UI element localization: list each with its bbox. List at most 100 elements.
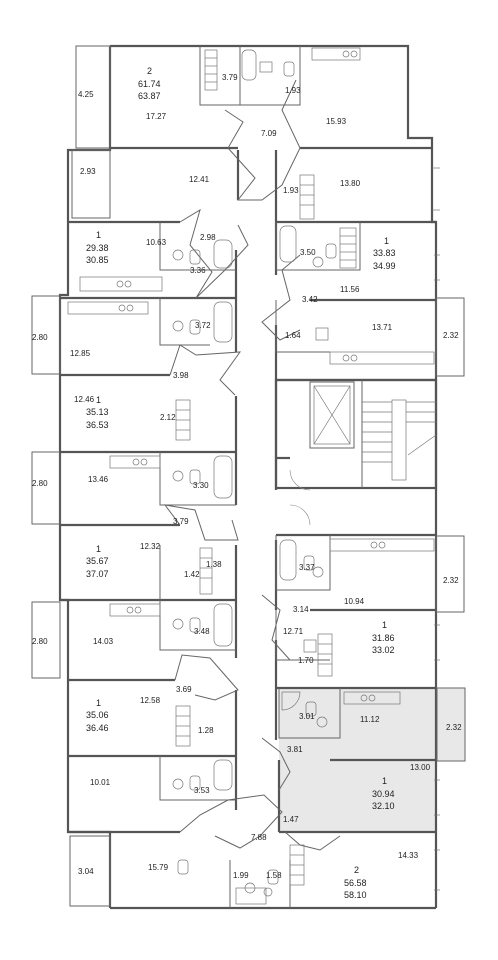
living-area: 35.13 [86, 407, 109, 417]
hall-area: 3.81 [287, 745, 303, 754]
bathroom-area: 1.70 [298, 656, 314, 665]
room-area: 17.27 [146, 112, 167, 121]
balcony-area: 2.32 [443, 576, 459, 585]
left-unit-3[interactable]: 1 29.38 30.85 10.63 3.36 2.98 [86, 230, 216, 275]
right-unit-1[interactable]: 3.79 1.93 15.93 7.09 [222, 73, 347, 138]
left-unit-4[interactable]: 2.80 12.85 3.72 3.98 [32, 321, 211, 380]
balcony-area: 2.32 [443, 331, 459, 340]
room-area: 12.32 [140, 542, 161, 551]
room-area: 15.79 [148, 863, 169, 872]
living-area: 35.06 [86, 710, 109, 720]
left-unit-8[interactable]: 2.80 14.03 3.48 3.69 [32, 627, 210, 694]
left-unit-1[interactable]: 2 61.74 63.87 4.25 17.27 [78, 66, 167, 121]
room-area: 13.46 [88, 475, 109, 484]
left-unit-2[interactable]: 2.93 12.41 [80, 167, 210, 184]
balconies [31, 45, 466, 907]
right-unit-5[interactable]: 3.37 10.94 2.32 3.14 [293, 563, 459, 614]
bathroom-area: 3.48 [194, 627, 210, 636]
living-area: 35.67 [86, 556, 109, 566]
bathroom-area: 1.42 [184, 570, 200, 579]
right-unit-7[interactable]: 3.01 11.12 2.32 3.81 [287, 712, 462, 754]
hall-area: 3.14 [293, 605, 309, 614]
total-area: 36.53 [86, 420, 109, 430]
highlighted-balcony [437, 688, 465, 761]
left-unit-10[interactable]: 10.01 3.53 [90, 778, 210, 795]
room-count: 1 [96, 395, 101, 405]
left-unit-9[interactable]: 1 35.06 36.46 12.58 1.28 [86, 696, 214, 735]
stairs [362, 399, 437, 481]
wc-area: 1.93 [285, 86, 301, 95]
balcony-area: 4.25 [78, 90, 94, 99]
total-area: 32.10 [372, 801, 395, 811]
room-area-2: 14.33 [398, 851, 419, 860]
balcony-area: 2.93 [80, 167, 96, 176]
room-count: 1 [382, 776, 387, 786]
bathroom-area: 3.79 [222, 73, 238, 82]
hall-area: 2.98 [200, 233, 216, 242]
wc-area: 1.64 [285, 331, 301, 340]
room-area: 12.41 [189, 175, 210, 184]
room-count: 1 [96, 544, 101, 554]
room-area: 12.85 [70, 349, 91, 358]
room-area: 13.00 [410, 763, 431, 772]
balcony-area: 2.80 [32, 333, 48, 342]
room-count: 2 [147, 66, 152, 76]
fixtures [67, 47, 440, 905]
total-area: 36.46 [86, 723, 109, 733]
room-area: 12.46 [74, 395, 95, 404]
room-count: 1 [382, 620, 387, 630]
room-area: 10.63 [146, 238, 167, 247]
room-area: 14.03 [93, 637, 114, 646]
room-area: 10.94 [344, 597, 365, 606]
bathroom-area: 3.53 [194, 786, 210, 795]
balcony-area: 2.80 [32, 479, 48, 488]
room-count: 1 [96, 230, 101, 240]
bathroom-area: 3.01 [299, 712, 315, 721]
right-unit-8[interactable]: 1 30.94 32.10 13.00 1.47 [283, 763, 431, 824]
hall-area: 3.69 [176, 685, 192, 694]
bathroom-area: 1.99 [233, 871, 249, 880]
living-area: 61.74 [138, 79, 161, 89]
hall-area: 3.79 [173, 517, 189, 526]
left-unit-6[interactable]: 2.80 13.46 3.30 3.79 [32, 475, 209, 526]
wc-area: 1.38 [206, 560, 222, 569]
room-area: 11.56 [340, 285, 360, 294]
room-area: 11.12 [360, 715, 380, 724]
left-unit-7[interactable]: 1 35.67 37.07 12.32 1.42 1.38 [86, 542, 222, 579]
total-area: 34.99 [373, 261, 396, 271]
total-area: 63.87 [138, 91, 161, 101]
living-area: 30.94 [372, 789, 395, 799]
bathroom-area: 3.50 [300, 248, 316, 257]
room-area: 12.58 [140, 696, 161, 705]
bathroom-area: 3.36 [190, 266, 206, 275]
room-area: 10.01 [90, 778, 111, 787]
bathroom-area: 2.12 [160, 413, 176, 422]
right-unit-3[interactable]: 1 33.83 34.99 3.50 11.56 3.42 [300, 236, 396, 304]
total-area: 37.07 [86, 569, 109, 579]
balcony-area: 3.04 [78, 867, 94, 876]
wc-area: 1.47 [283, 815, 299, 824]
total-area: 33.02 [372, 645, 395, 655]
living-area: 29.38 [86, 243, 109, 253]
bathroom-area: 3.72 [195, 321, 211, 330]
balcony-area: 2.32 [446, 723, 462, 732]
room-area: 15.93 [326, 117, 347, 126]
hall-area: 3.42 [302, 295, 318, 304]
left-unit-11[interactable]: 2 56.58 58.10 3.04 15.79 1.99 1.58 7.88 … [78, 833, 419, 900]
hall-area: 7.88 [251, 833, 267, 842]
right-unit-2[interactable]: 1.93 13.80 [283, 179, 361, 195]
right-unit-6[interactable]: 1 31.86 33.02 12.71 1.70 [283, 620, 395, 665]
balcony-area: 2.80 [32, 637, 48, 646]
hall-area: 3.98 [173, 371, 189, 380]
total-area: 30.85 [86, 255, 109, 265]
left-unit-5[interactable]: 1 35.13 36.53 12.46 2.12 [74, 395, 176, 430]
room-area: 12.71 [283, 627, 304, 636]
living-area: 33.83 [373, 248, 396, 258]
bathroom-area: 3.37 [299, 563, 315, 572]
bathroom-area: 3.30 [193, 481, 209, 490]
right-unit-4[interactable]: 1.64 13.71 2.32 [285, 323, 459, 340]
bathroom-area: 1.28 [198, 726, 214, 735]
stair-elevator-core [274, 378, 438, 526]
